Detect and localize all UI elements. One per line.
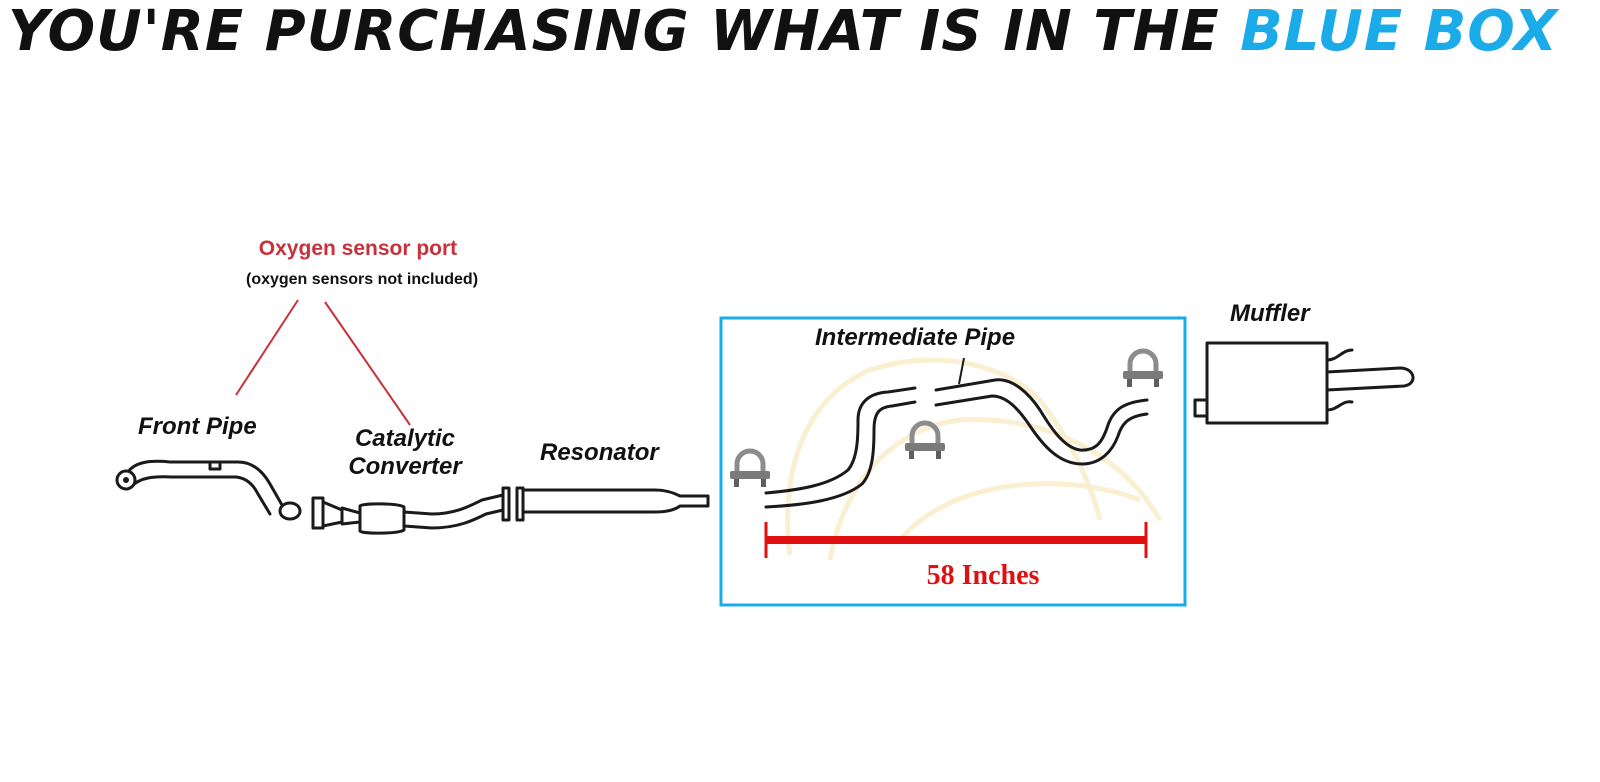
headline: YOU'RE PURCHASING WHAT IS IN THE BLUE BO… bbox=[8, 0, 1560, 64]
clamp-icon bbox=[730, 448, 770, 487]
resonator-label: Resonator bbox=[540, 439, 660, 466]
blue-selection-box bbox=[719, 316, 1187, 607]
sensor-pointer-catalytic bbox=[324, 301, 411, 426]
intermediate-pipe-drawing bbox=[764, 357, 1149, 509]
watermark-logo bbox=[785, 357, 1163, 561]
muffler-drawing bbox=[1193, 341, 1415, 425]
headline-highlight: BLUE BOX bbox=[1240, 0, 1560, 64]
clamp-icon bbox=[905, 420, 945, 459]
intermediate-pipe-label: Intermediate Pipe bbox=[815, 324, 1015, 351]
muffler-label: Muffler bbox=[1230, 300, 1311, 327]
dimension-label: 58 Inches bbox=[927, 560, 1040, 591]
front-pipe-drawing bbox=[115, 459, 302, 521]
oxygen-sensor-subtitle: (oxygen sensors not included) bbox=[246, 271, 478, 288]
clamp-icon bbox=[1123, 348, 1163, 387]
oxygen-sensor-title: Oxygen sensor port bbox=[259, 237, 457, 260]
catalytic-converter-drawing bbox=[311, 486, 511, 535]
catalytic-label-line2: Converter bbox=[348, 453, 463, 480]
resonator-drawing bbox=[515, 486, 710, 522]
front-pipe-label: Front Pipe bbox=[138, 413, 257, 440]
headline-prefix: YOU'RE PURCHASING WHAT IS IN THE bbox=[8, 0, 1240, 64]
dimension-line bbox=[764, 522, 1148, 558]
catalytic-label-line1: Catalytic bbox=[355, 425, 455, 452]
sensor-pointer-front bbox=[235, 299, 299, 396]
